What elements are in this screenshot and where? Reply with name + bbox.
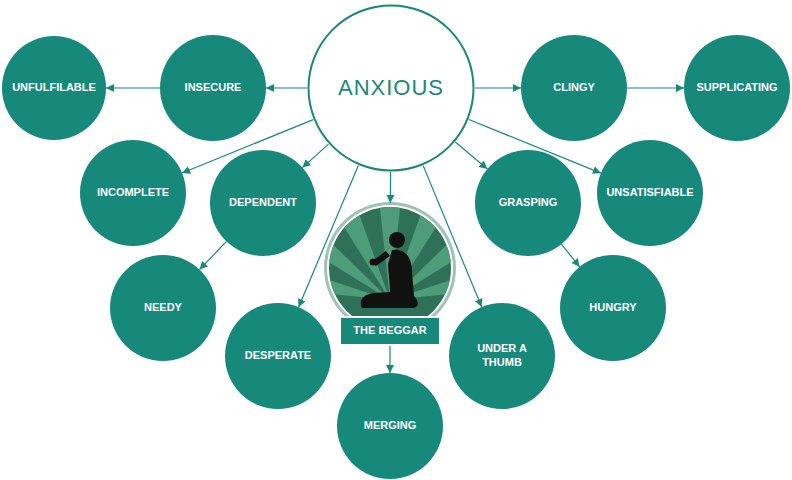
concept-circle-shape	[475, 150, 581, 256]
concept-circle: UNSATISFIABLE	[597, 140, 703, 246]
illustration-node: THE BEGGAR	[322, 203, 458, 346]
concept-circle: INCOMPLETE	[80, 140, 186, 246]
caption-badge: THE BEGGAR	[339, 316, 440, 346]
concept-circle-shape	[597, 140, 703, 246]
concept-circle: CLINGY	[521, 35, 627, 141]
concept-circle-shape	[210, 150, 316, 256]
arrow-connector	[475, 87, 521, 88]
arrow-connector	[455, 142, 487, 169]
node-label: DEPENDENT	[229, 196, 297, 210]
concept-circle-shape	[684, 35, 790, 141]
node-label: DESPERATE	[245, 349, 311, 363]
concept-circle-shape	[160, 35, 266, 141]
concept-circle: DEPENDENT	[210, 150, 316, 256]
arrow-connector	[561, 244, 579, 267]
concept-circle: INSECURE	[160, 35, 266, 141]
node-label: GRASPING	[499, 196, 558, 210]
concept-circle: UNFULFILABLE	[2, 36, 106, 140]
arrow-connector	[266, 87, 307, 88]
concept-circle: SUPPLICATING	[684, 35, 790, 141]
node-label: NEEDY	[144, 301, 182, 315]
node-label: ANXIOUS	[338, 74, 444, 102]
arrow-connector	[390, 172, 391, 203]
concept-circle: DESPERATE	[225, 303, 331, 409]
arrow-connector	[627, 87, 684, 88]
arrow-connector	[389, 346, 390, 373]
node-label: UNFULFILABLE	[12, 81, 96, 95]
concept-circle: GRASPING	[475, 150, 581, 256]
node-label: UNDER A THUMB	[458, 342, 546, 370]
concept-circle-shape	[225, 303, 331, 409]
concept-circle-shape	[449, 303, 555, 409]
node-label: SUPPLICATING	[696, 81, 777, 95]
node-label: UNSATISFIABLE	[606, 186, 693, 200]
arrow-connector	[200, 241, 227, 269]
concept-circle-shape	[2, 36, 106, 140]
node-label: INSECURE	[185, 81, 242, 95]
concept-circle: UNDER A THUMB	[449, 303, 555, 409]
central-circle: ANXIOUS	[307, 4, 475, 172]
central-circle-shape	[309, 6, 474, 171]
arrow-connector	[302, 144, 328, 167]
concept-circle-shape	[110, 255, 216, 361]
node-label: CLINGY	[553, 81, 595, 95]
node-label: MERGING	[364, 419, 417, 433]
concept-circle-shape	[560, 255, 666, 361]
concept-circle: NEEDY	[110, 255, 216, 361]
figure-hands	[370, 259, 377, 266]
figure-head	[389, 232, 405, 248]
arrow-connector	[106, 87, 160, 88]
arrow-connector	[423, 166, 482, 307]
node-label: HUNGRY	[589, 301, 636, 315]
node-label: INCOMPLETE	[97, 186, 169, 200]
concept-circle: MERGING	[337, 373, 443, 479]
concept-circle-shape	[521, 35, 627, 141]
concept-circle: HUNGRY	[560, 255, 666, 361]
kneeling-figure	[361, 232, 418, 308]
concept-circle-shape	[337, 373, 443, 479]
concept-circle-shape	[80, 140, 186, 246]
figure-body	[361, 250, 418, 308]
